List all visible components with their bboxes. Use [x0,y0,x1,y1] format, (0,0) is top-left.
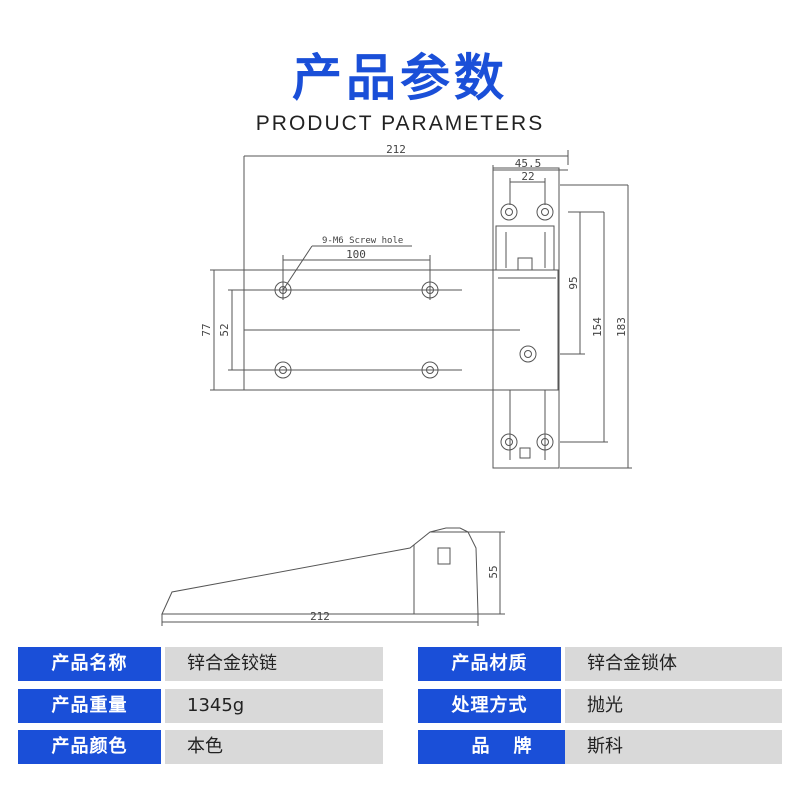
spec-value-color: 本色 [165,730,383,764]
spec-label-name: 产品名称 [18,647,161,681]
dim-side-height: 55 [487,565,500,578]
technical-drawing: 212 45.5 22 9-M6 Screw hole 100 77 52 95… [161,143,632,626]
spec-label-weight: 产品重量 [18,689,161,723]
spec-row: 产品名称 锌合金铰链 产品材质 锌合金锁体 [18,647,782,681]
dim-154: 154 [591,317,604,337]
spec-value-weight: 1345g [165,689,383,723]
dim-hinge-inner: 22 [521,170,534,183]
spec-row: 产品颜色 本色 品牌 斯科 [18,730,782,764]
spec-row: 产品重量 1345g 处理方式 抛光 [18,689,782,723]
spec-value-material: 锌合金锁体 [565,647,782,681]
spec-label-color: 产品颜色 [18,730,161,764]
spec-label-material: 产品材质 [418,647,561,681]
page-title: 产品参数 [292,49,508,107]
side-view [161,527,505,626]
dim-total-width: 212 [386,143,406,156]
hinge-body [492,167,560,469]
screw-note: 9-M6 Screw hole [322,236,403,246]
dim-95: 95 [567,276,580,289]
dim-hole-vertical: 52 [218,323,231,336]
spec-label-brand: 品牌 [418,730,585,764]
dim-hinge-width: 45.5 [515,157,542,170]
screw-holes [274,203,554,451]
dim-183: 183 [615,317,628,337]
spec-label-finish: 处理方式 [418,689,561,723]
dim-side-length: 212 [310,610,330,623]
spec-value-finish: 抛光 [565,689,782,723]
spec-value-brand: 斯科 [565,730,782,764]
dim-plate-height: 77 [200,323,213,336]
page-subtitle: PRODUCT PARAMETERS [255,112,545,135]
dim-hole-spacing: 100 [346,248,366,261]
spec-value-name: 锌合金铰链 [165,647,383,681]
